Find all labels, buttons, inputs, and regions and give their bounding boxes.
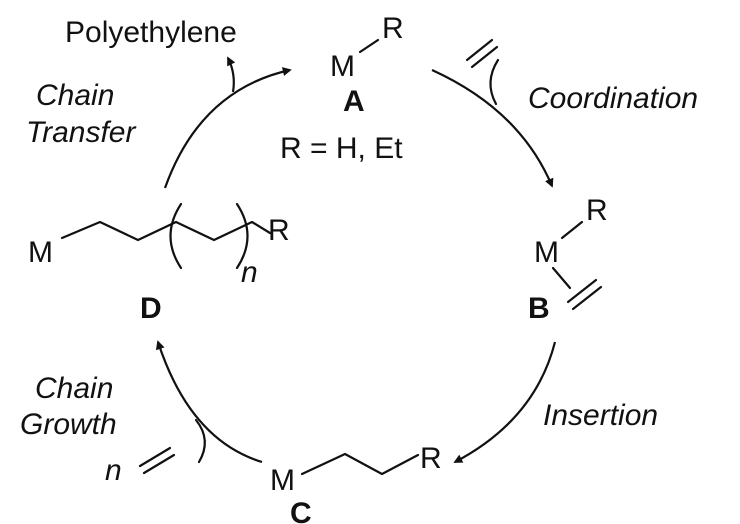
ethylene-growth-bond-2 (142, 453, 176, 475)
species-c-chain (300, 452, 420, 476)
ethylene-in-bond-1 (465, 38, 494, 62)
step-chain-growth-label-1: Chain (35, 372, 113, 405)
step-insertion: Insertion (453, 341, 658, 463)
species-a-group: R (382, 12, 404, 45)
species-d-metal: M (28, 236, 53, 269)
r-definition: R = H, Et (280, 132, 403, 165)
arrow-b-to-c (453, 341, 557, 463)
species-d-bracket-left (169, 202, 183, 270)
species-c-metal: M (270, 464, 295, 497)
step-chain-growth: n Chain Growth (20, 340, 263, 487)
arrow-release-polyethylene (227, 56, 236, 93)
species-c: M R C (270, 442, 442, 524)
species-c-label: C (290, 497, 312, 524)
step-coordination-label: Coordination (528, 82, 698, 115)
step-chain-transfer-label-2: Transfer (26, 116, 136, 149)
species-d-chain (60, 220, 272, 242)
arrow-c-to-d (155, 340, 263, 464)
ethylene-in-curve-growth (194, 418, 206, 464)
species-d-repeat: n (241, 256, 258, 289)
arrow-d-to-a (163, 67, 292, 189)
ethylene-in-curve (489, 58, 500, 106)
product-polyethylene: Polyethylene (65, 16, 237, 49)
species-a-metal: M (330, 50, 355, 83)
step-insertion-label: Insertion (543, 399, 658, 432)
species-d: M n R D (28, 202, 290, 325)
arrow-a-to-b (431, 68, 554, 188)
species-b: M R B (528, 194, 608, 325)
step-coordination: Coordination (431, 38, 698, 188)
species-b-group: R (586, 194, 608, 227)
species-a: M R A R = H, Et (280, 12, 404, 165)
species-b-label: B (528, 292, 550, 325)
species-b-olefin-bond-2 (571, 285, 603, 311)
ethylene-in-bond-2 (470, 45, 499, 69)
species-d-label: D (140, 292, 162, 325)
species-b-metal: M (534, 236, 559, 269)
species-c-group: R (420, 442, 442, 475)
ethylene-growth-coef: n (105, 454, 122, 487)
species-d-group: R (268, 214, 290, 247)
step-chain-transfer-label-1: Chain (36, 79, 114, 112)
species-b-bond (560, 220, 584, 240)
step-chain-transfer: Chain Transfer (26, 56, 292, 189)
species-d-bracket-right (235, 202, 249, 270)
ethylene-growth-bond-1 (138, 446, 172, 468)
species-b-olefin-bond-1 (566, 278, 598, 304)
species-b-olefin-link (551, 266, 572, 290)
step-chain-growth-label-2: Growth (20, 408, 117, 441)
species-a-bond (358, 38, 380, 54)
species-a-label: A (343, 85, 365, 118)
